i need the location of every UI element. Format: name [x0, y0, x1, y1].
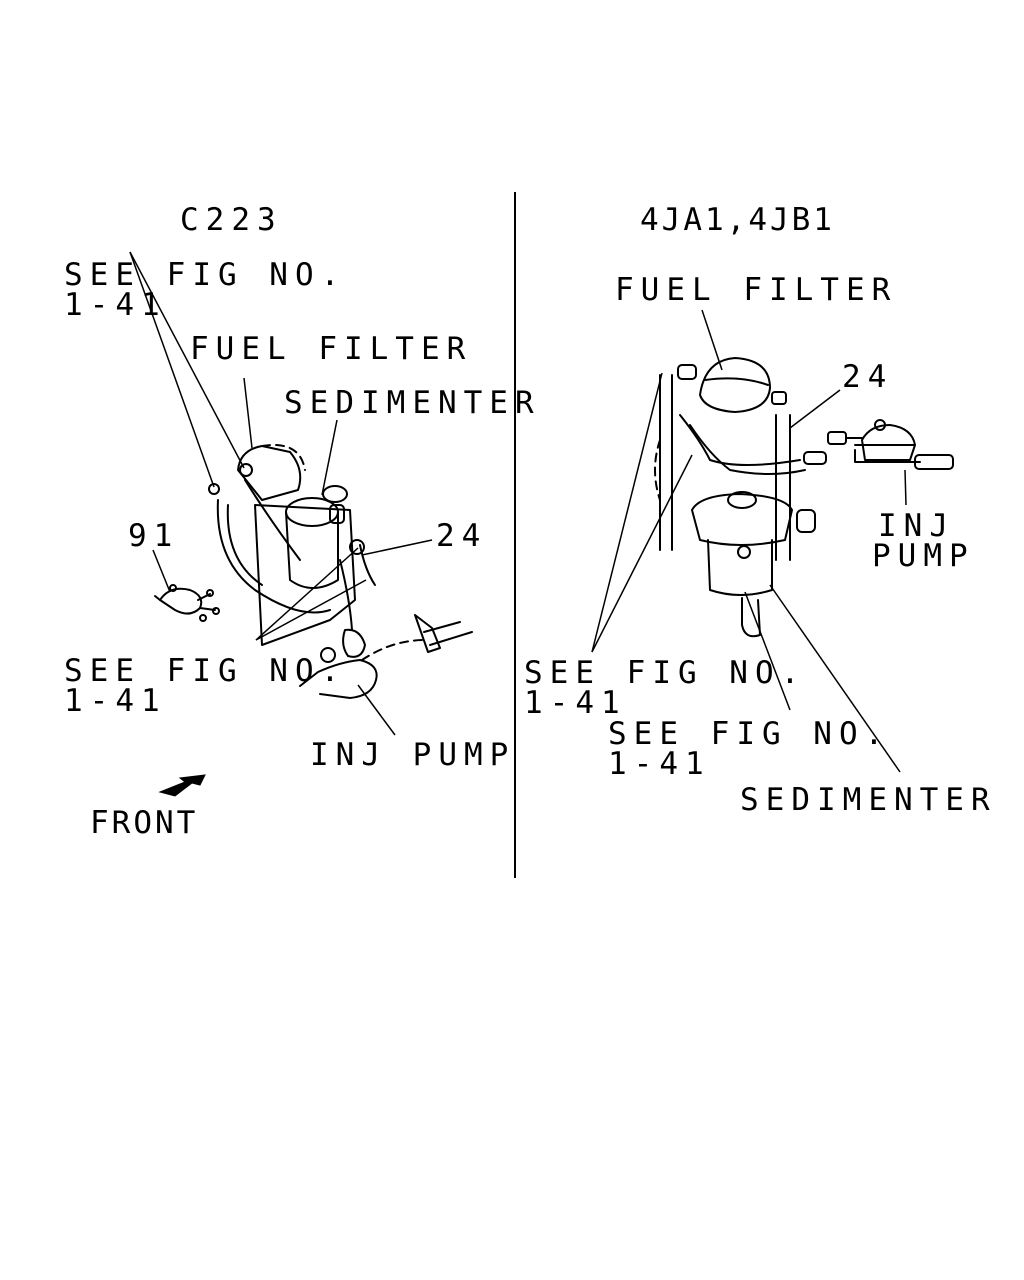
right-see-fig-b-line2: 1-41	[608, 746, 711, 782]
right-inj-pump-line2: PUMP	[872, 538, 975, 574]
right-see-fig-a-line1: SEE FIG NO.	[524, 655, 807, 691]
right-sedimenter-label: SEDIMENTER	[740, 782, 997, 818]
right-inj-pump-line1: INJ	[878, 508, 955, 544]
left-leader-lines	[129, 251, 433, 736]
front-label: FRONT	[90, 805, 199, 841]
left-see-fig-top-line2: 1-41	[64, 287, 167, 323]
right-fuel-filter-label: FUEL FILTER	[615, 272, 898, 308]
left-sedimenter-label: SEDIMENTER	[284, 385, 541, 421]
right-leader-lines	[591, 309, 907, 773]
left-see-fig-bottom-line1: SEE FIG NO.	[64, 653, 347, 689]
left-inj-pump-label: INJ PUMP	[310, 737, 516, 773]
right-see-fig-b-line1: SEE FIG NO.	[608, 716, 891, 752]
right-see-fig-a-line2: 1-41	[524, 685, 627, 721]
left-callout-91: 91	[128, 518, 180, 554]
left-callout-24: 24	[436, 518, 488, 554]
right-panel-heading: 4JA1,4JB1	[640, 202, 835, 238]
left-fuel-filter-label: FUEL FILTER	[190, 331, 473, 367]
left-see-fig-top-line1: SEE FIG NO.	[64, 257, 347, 293]
left-see-fig-bottom-line2: 1-41	[64, 683, 167, 719]
front-arrow-icon	[158, 774, 206, 797]
right-assembly-drawing	[654, 357, 954, 638]
left-panel-heading: C223	[180, 202, 283, 238]
right-callout-24: 24	[842, 359, 894, 395]
